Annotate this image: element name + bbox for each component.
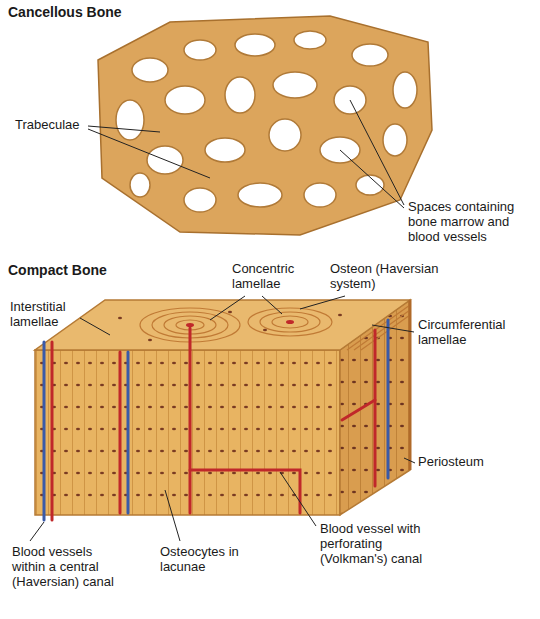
part-label: Interstitial lamellae	[10, 300, 86, 330]
part-label: Blood vessels within a central (Haversia…	[12, 545, 128, 590]
part-label: Trabeculae	[15, 118, 87, 133]
part-label: Concentric lamellae	[232, 262, 308, 292]
part-label: Circumferential lamellae	[418, 318, 530, 348]
section-heading: Cancellous Bone	[8, 4, 168, 20]
cancellous-block	[98, 16, 432, 235]
section-heading: Compact Bone	[8, 262, 138, 278]
part-label: Spaces containing bone marrow and blood …	[408, 200, 526, 245]
leader-lines	[30, 100, 415, 541]
compact-block	[35, 300, 410, 520]
part-label: Periosteum	[418, 455, 528, 470]
part-label: Blood vessel with perforating (Volkman's…	[320, 522, 438, 567]
part-label: Osteocytes in lacunae	[160, 545, 240, 575]
part-label: Osteon (Haversian system)	[330, 262, 454, 292]
